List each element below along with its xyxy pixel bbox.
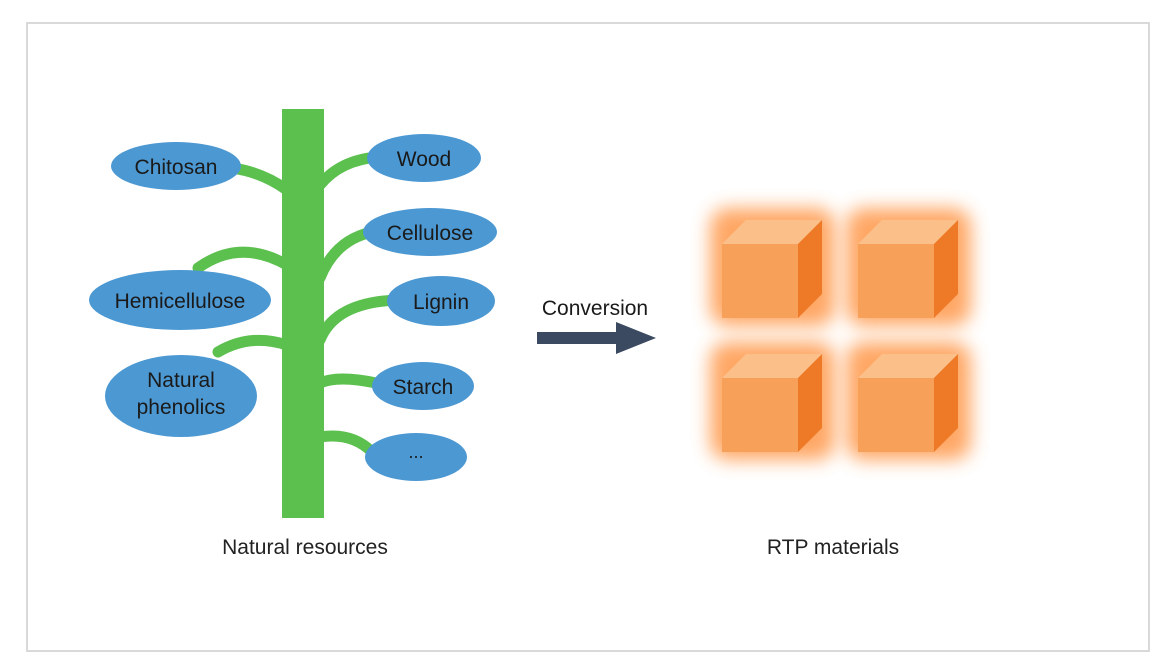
node-natural-phenolics-label-line1: Natural [147, 369, 215, 392]
node-lignin-label: Lignin [413, 291, 469, 314]
node-more-label: ... [408, 442, 423, 462]
node-hemicellulose-label: Hemicellulose [115, 290, 246, 313]
rtp-cubes [710, 208, 971, 460]
node-more: ... [365, 433, 467, 481]
cube-top-face [858, 220, 958, 244]
node-cellulose: Cellulose [363, 208, 497, 256]
conversion-label: Conversion [542, 297, 648, 320]
node-hemicellulose: Hemicellulose [89, 270, 271, 330]
conversion-arrow-shaft [537, 332, 622, 344]
rtp-materials-caption: RTP materials [767, 536, 899, 559]
branch-more [314, 430, 378, 458]
node-natural-phenolics-label-line2: phenolics [137, 396, 226, 419]
cube-side-face [798, 220, 822, 318]
node-starch-shape [372, 362, 474, 410]
node-natural-phenolics: Natural phenolics [105, 355, 257, 437]
node-chitosan-label: Chitosan [135, 156, 218, 179]
cube-bottom-right [846, 342, 971, 460]
cube-front-face [858, 378, 934, 452]
cube-front-face [858, 244, 934, 318]
cube-bottom-left [710, 342, 835, 460]
node-wood-label: Wood [397, 148, 451, 171]
cube-top-face [858, 354, 958, 378]
node-lignin: Lignin [387, 276, 495, 326]
cube-top-face [722, 220, 822, 244]
natural-resources-caption: Natural resources [222, 536, 388, 559]
branch-chitosan [226, 162, 293, 196]
node-chitosan: Chitosan [111, 142, 241, 190]
node-starch: Starch [372, 362, 474, 410]
cube-side-face [934, 220, 958, 318]
node-chitosan-shape [111, 142, 241, 190]
node-hemicellulose-shape [89, 270, 271, 330]
branch-natural-phenolics [212, 334, 293, 358]
plant-stem [282, 109, 324, 518]
node-cellulose-label: Cellulose [387, 222, 473, 245]
branch-cellulose [314, 226, 378, 284]
cube-side-face [798, 354, 822, 452]
node-wood-shape [367, 134, 481, 182]
cube-top-right [846, 208, 971, 326]
branch-starch [314, 373, 382, 389]
cube-front-face [722, 244, 798, 318]
node-cellulose-shape [363, 208, 497, 256]
branch-lignin [314, 294, 404, 346]
node-wood: Wood [367, 134, 481, 182]
cube-top-face [722, 354, 822, 378]
node-lignin-shape [387, 276, 495, 326]
conversion-arrow-icon [537, 322, 656, 354]
conversion-arrow-head [616, 322, 656, 354]
cube-front-face [722, 378, 798, 452]
cube-side-face [934, 354, 958, 452]
branch-hemicellulose [192, 246, 293, 274]
node-natural-phenolics-shape [105, 355, 257, 437]
node-more-shape [365, 433, 467, 481]
cube-top-left [710, 208, 835, 326]
node-starch-label: Starch [393, 376, 454, 399]
